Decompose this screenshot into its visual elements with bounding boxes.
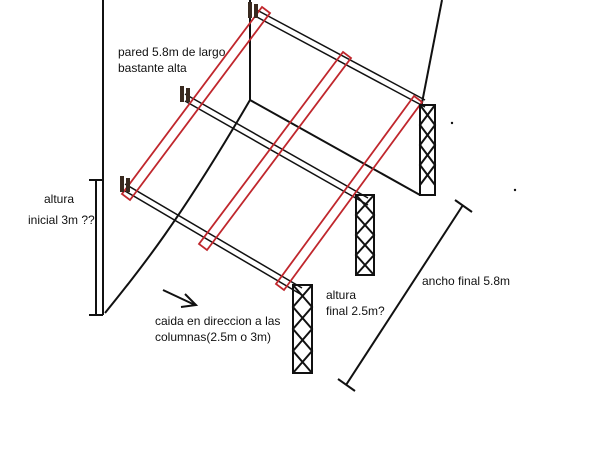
bracket-middle [180, 86, 184, 102]
wall-label-line1: pared 5.8m de largo [118, 45, 226, 59]
slope-label: caida en direccion a las columnas(2.5m o… [155, 314, 280, 344]
columns [291, 104, 437, 374]
bracket-top [248, 2, 252, 18]
slope-arrow-icon [162, 289, 199, 308]
wall-label-line2: bastante alta [118, 61, 187, 75]
initial-height-line2: inicial 3m ?? [28, 213, 95, 227]
slope-label-line1: caida en direccion a las [155, 314, 281, 328]
slope-label-line2: columnas(2.5m o 3m) [155, 330, 272, 344]
initial-height-label: altura inicial 3m ?? [28, 192, 95, 227]
final-height-label: altura final 2.5m? [326, 288, 385, 318]
final-height-line1: altura [326, 288, 357, 302]
final-width-dimension [337, 199, 473, 392]
rafter-2 [197, 50, 353, 252]
column-middle [354, 194, 376, 276]
initial-height-line1: altura [44, 192, 75, 206]
wall-base-curve [104, 99, 251, 314]
far-pole-line [420, 0, 443, 109]
rafters [120, 5, 424, 292]
final-width-label: ancho final 5.8m [422, 274, 511, 288]
beam-top [254, 8, 426, 101]
column-front [291, 284, 314, 374]
wall-label: pared 5.8m de largo bastante alta [118, 45, 225, 75]
beams [124, 8, 426, 296]
bracket-bottom [120, 176, 124, 192]
rafter-3 [274, 94, 424, 292]
wall-brackets [120, 2, 258, 192]
column-back [418, 104, 437, 196]
final-height-line2: final 2.5m? [326, 304, 385, 318]
rafter-1 [120, 5, 272, 202]
beam-bottom [124, 183, 303, 289]
initial-height-dimension [89, 179, 103, 316]
wall-base-line [249, 99, 421, 196]
beam-middle [184, 93, 369, 199]
